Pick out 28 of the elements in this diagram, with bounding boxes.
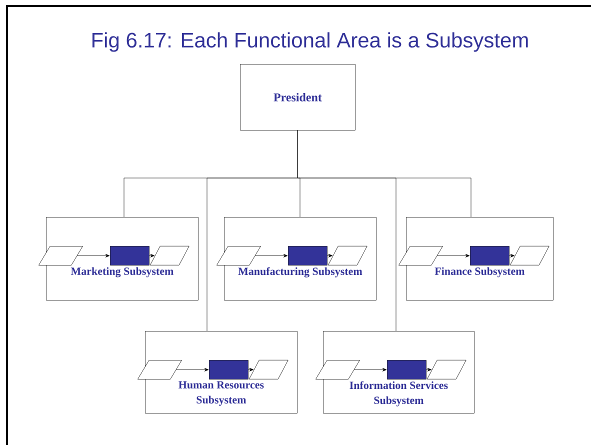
process-box [209, 360, 248, 380]
data-parallelogram [216, 246, 261, 266]
data-parallelogram [150, 246, 190, 266]
data-parallelogram [316, 360, 360, 380]
process-box [110, 246, 150, 266]
data-parallelogram [328, 246, 368, 266]
arrow [354, 368, 387, 372]
data-parallelogram [510, 246, 550, 266]
arrow [437, 254, 470, 258]
arrow [327, 254, 333, 258]
arrow [149, 254, 155, 258]
process-box [387, 360, 426, 380]
data-parallelogram [426, 360, 466, 380]
data-parallelogram [138, 360, 182, 380]
arrow [176, 368, 209, 372]
process-box [470, 246, 510, 266]
president-box: President [240, 64, 356, 130]
arrow [426, 368, 432, 372]
arrow [77, 254, 110, 258]
arrow [509, 254, 515, 258]
arrow [255, 254, 288, 258]
title: Fig 6.17: Each Functional Area is a Subsystem [92, 32, 528, 52]
data-parallelogram [248, 360, 288, 380]
data-parallelogram [38, 246, 83, 266]
data-parallelogram [398, 246, 443, 266]
connector-line [298, 130, 472, 218]
process-box [288, 246, 328, 266]
arrow [248, 368, 254, 372]
